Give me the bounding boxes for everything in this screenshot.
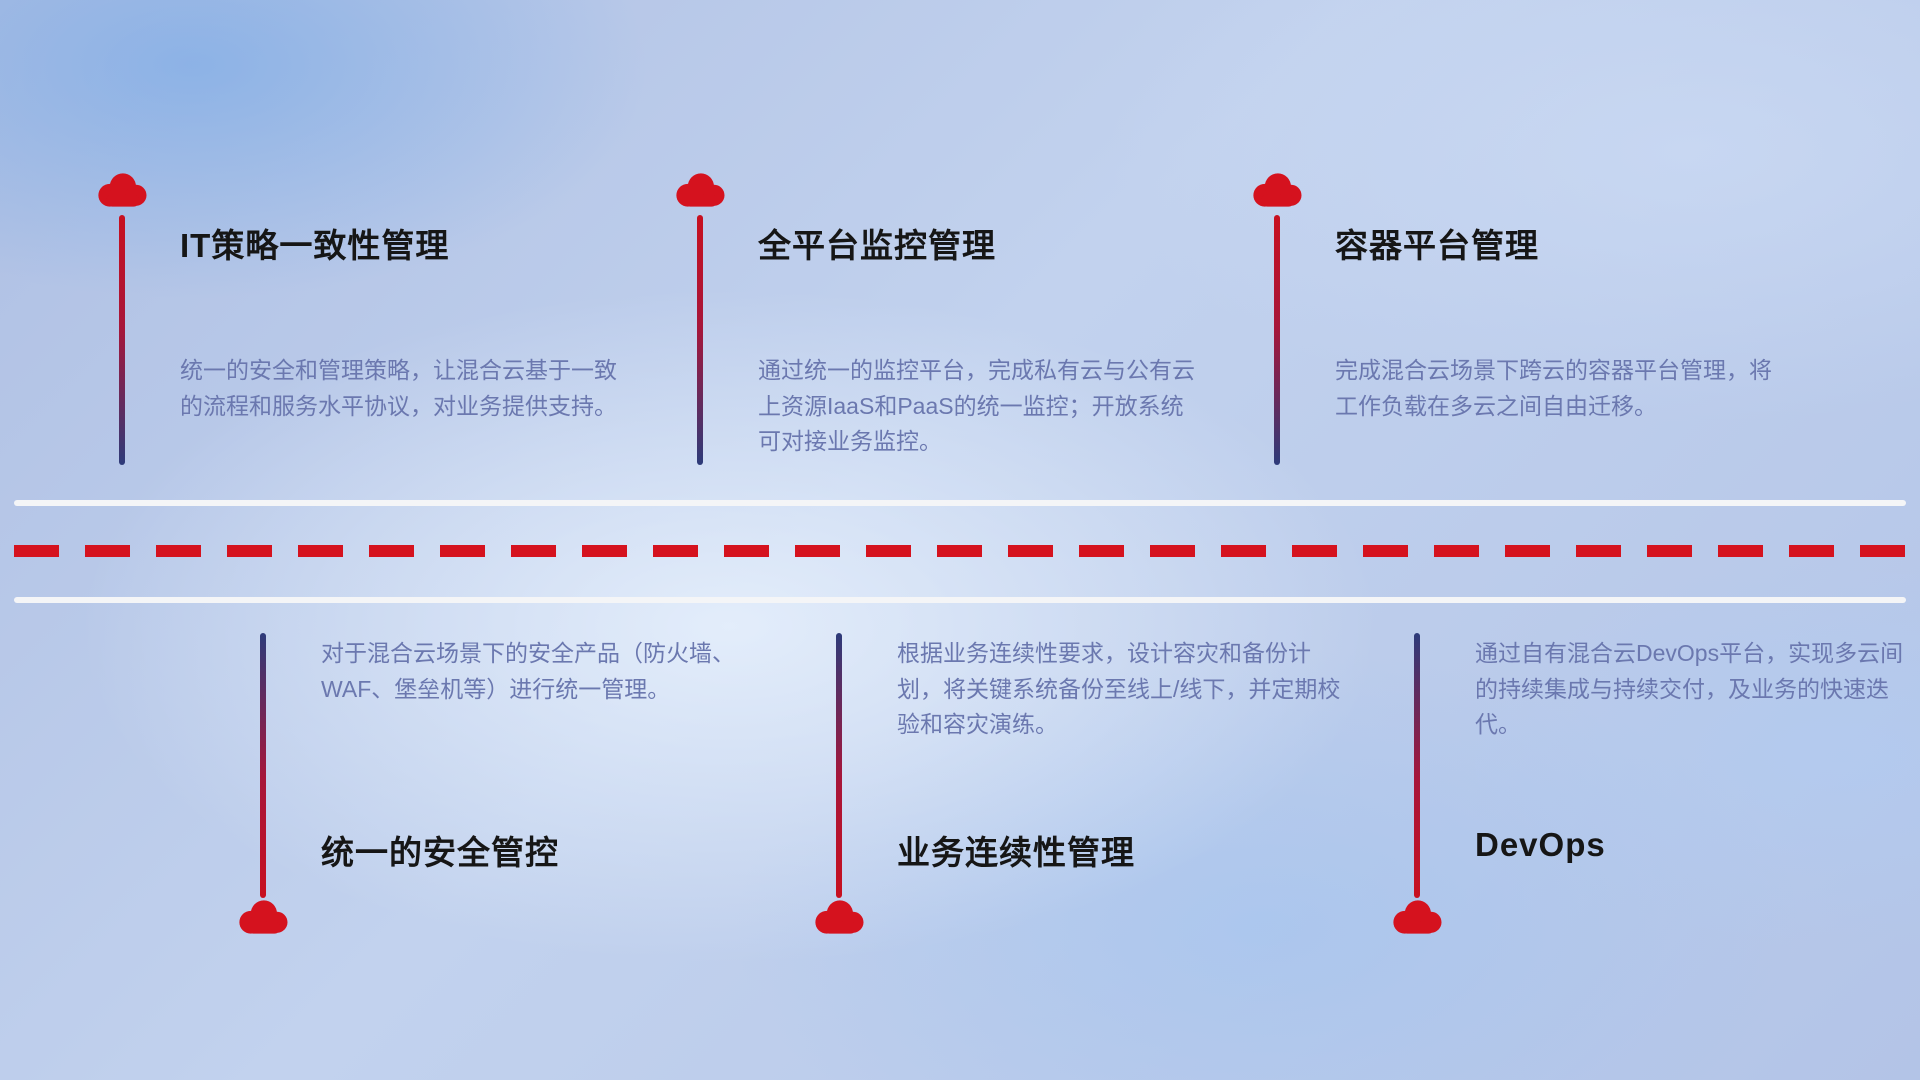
- cloud-icon: [235, 898, 291, 936]
- capability-item: 容器平台管理 完成混合云场景下跨云的容器平台管理，将工作负载在多云之间自由迁移。: [1249, 171, 1772, 641]
- connector-line: [260, 633, 266, 898]
- cloud-icon: [1249, 171, 1305, 209]
- road-line-bottom: [14, 597, 1906, 603]
- capability-description: 完成混合云场景下跨云的容器平台管理，将工作负载在多云之间自由迁移。: [1335, 357, 1772, 419]
- capability-description: 统一的安全和管理策略，让混合云基于一致的流程和服务水平协议，对业务提供支持。: [180, 357, 617, 419]
- capability-item: 通过自有混合云DevOps平台，实现多云间的持续集成与持续交付，及业务的快速迭代…: [1389, 630, 1909, 1080]
- capability-item: 全平台监控管理 通过统一的监控平台，完成私有云与公有云上资源IaaS和PaaS的…: [672, 171, 1195, 641]
- connector-line: [1274, 215, 1280, 465]
- capability-description: 对于混合云场景下的安全产品（防火墙、WAF、堡垒机等）进行统一管理。: [321, 640, 735, 702]
- capability-title: DevOps: [1475, 826, 1606, 863]
- capability-item: 对于混合云场景下的安全产品（防火墙、WAF、堡垒机等）进行统一管理。 统一的安全…: [235, 630, 755, 1080]
- cloud-icon: [672, 171, 728, 209]
- capability-description: 通过自有混合云DevOps平台，实现多云间的持续集成与持续交付，及业务的快速迭代…: [1475, 640, 1904, 738]
- capability-title: 容器平台管理: [1335, 227, 1539, 264]
- connector-line: [119, 215, 125, 465]
- capability-item: IT策略一致性管理 统一的安全和管理策略，让混合云基于一致的流程和服务水平协议，…: [94, 171, 617, 641]
- cloud-icon: [94, 171, 150, 209]
- road-dashed-line: [14, 545, 1906, 557]
- capability-title: 全平台监控管理: [758, 227, 996, 264]
- road-line-top: [14, 500, 1906, 506]
- capability-description: 根据业务连续性要求，设计容灾和备份计划，将关键系统备份至线上/线下，并定期校验和…: [897, 640, 1341, 738]
- capability-title: 业务连续性管理: [897, 834, 1135, 871]
- cloud-icon: [811, 898, 867, 936]
- connector-line: [1414, 633, 1420, 898]
- capability-item: 根据业务连续性要求，设计容灾和备份计划，将关键系统备份至线上/线下，并定期校验和…: [811, 630, 1340, 1080]
- capability-title: 统一的安全管控: [321, 834, 559, 871]
- capability-title: IT策略一致性管理: [180, 227, 450, 264]
- capability-description: 通过统一的监控平台，完成私有云与公有云上资源IaaS和PaaS的统一监控；开放系…: [758, 357, 1195, 455]
- connector-line: [697, 215, 703, 465]
- connector-line: [836, 633, 842, 898]
- cloud-icon: [1389, 898, 1445, 936]
